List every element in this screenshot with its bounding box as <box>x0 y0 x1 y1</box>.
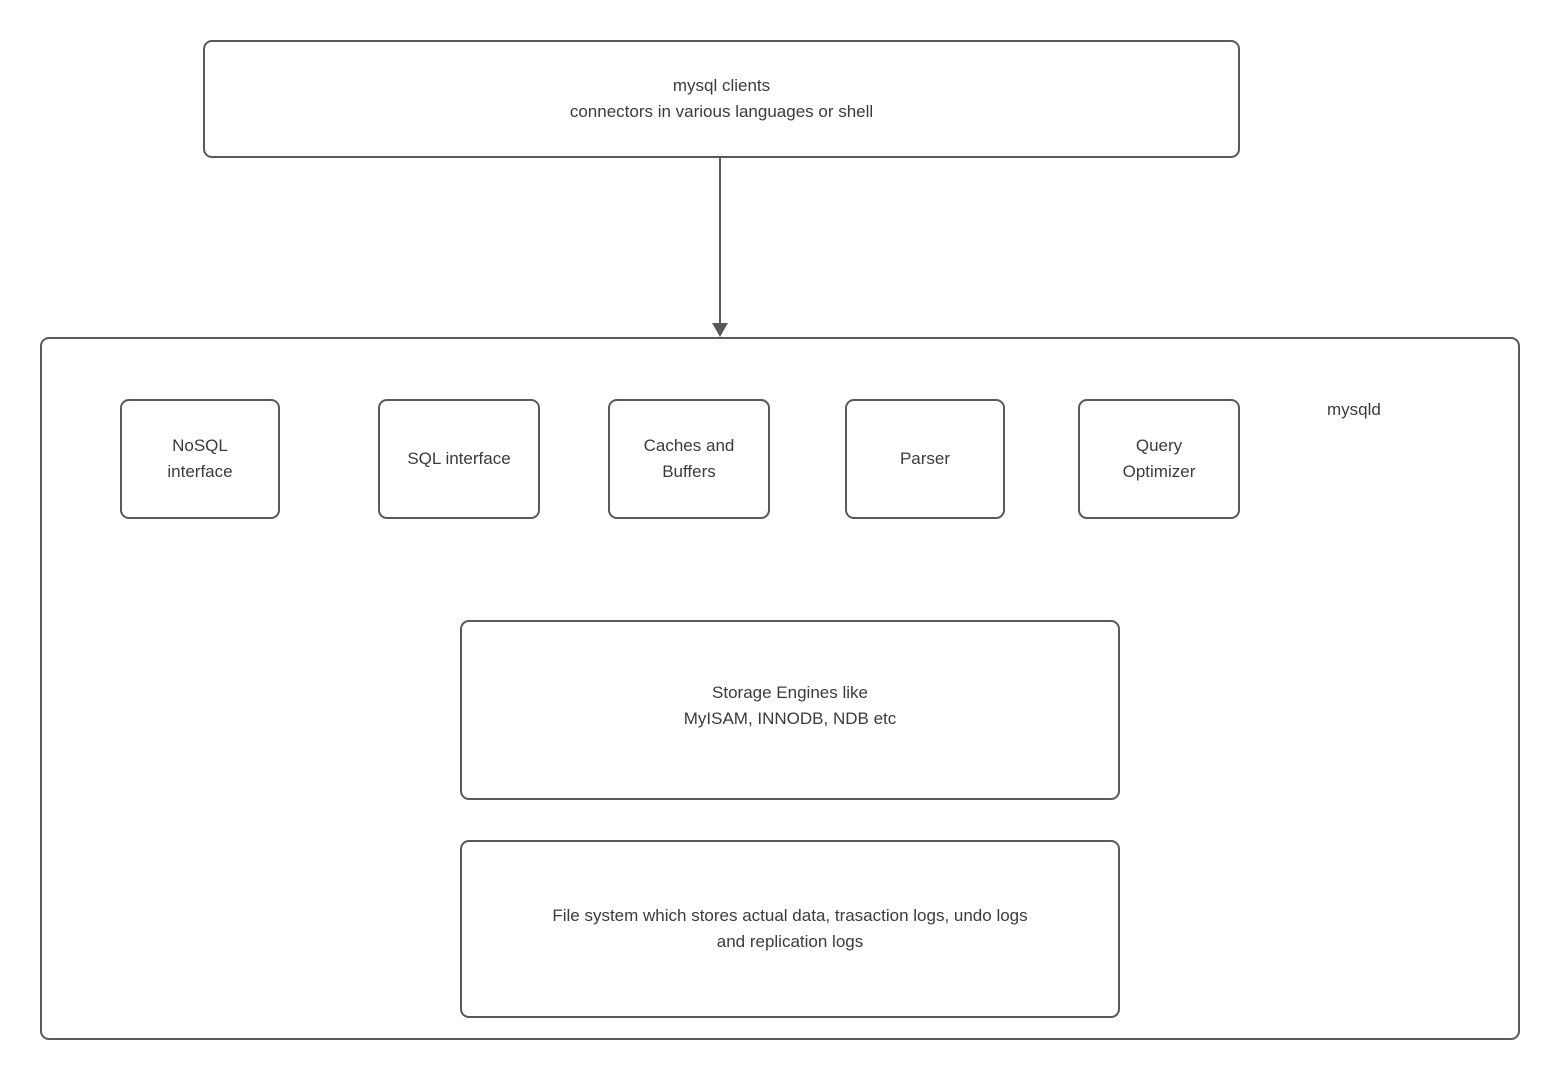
module-box-query-optimizer: Query Optimizer <box>1078 399 1240 519</box>
storage-engines-box: Storage Engines like MyISAM, INNODB, NDB… <box>460 620 1120 800</box>
file-system-box: File system which stores actual data, tr… <box>460 840 1120 1018</box>
clients-to-mysqld-arrow-head <box>712 323 728 337</box>
file-system-box-label: File system which stores actual data, tr… <box>552 906 1028 951</box>
module-label-parser: Parser <box>899 449 951 468</box>
module-box-parser: Parser <box>845 399 1005 519</box>
module-label-query-optimizer: Query Optimizer <box>1122 436 1196 481</box>
module-box-nosql-interface: NoSQL interface <box>120 399 280 519</box>
module-box-sql-interface: SQL interface <box>378 399 540 519</box>
mysql-clients-box-label: mysql clients connectors in various lang… <box>569 76 874 121</box>
module-label-sql-interface: SQL interface <box>407 449 511 468</box>
clients-to-mysqld-arrow-line <box>719 158 721 324</box>
storage-engines-box-label: Storage Engines like MyISAM, INNODB, NDB… <box>683 683 897 728</box>
mysql-clients-box: mysql clients connectors in various lang… <box>203 40 1240 158</box>
module-label-caches-and-buffers: Caches and Buffers <box>643 436 735 481</box>
module-box-caches-and-buffers: Caches and Buffers <box>608 399 770 519</box>
module-label-nosql-interface: NoSQL interface <box>167 436 233 481</box>
mysqld-label: mysqld <box>1327 400 1381 419</box>
